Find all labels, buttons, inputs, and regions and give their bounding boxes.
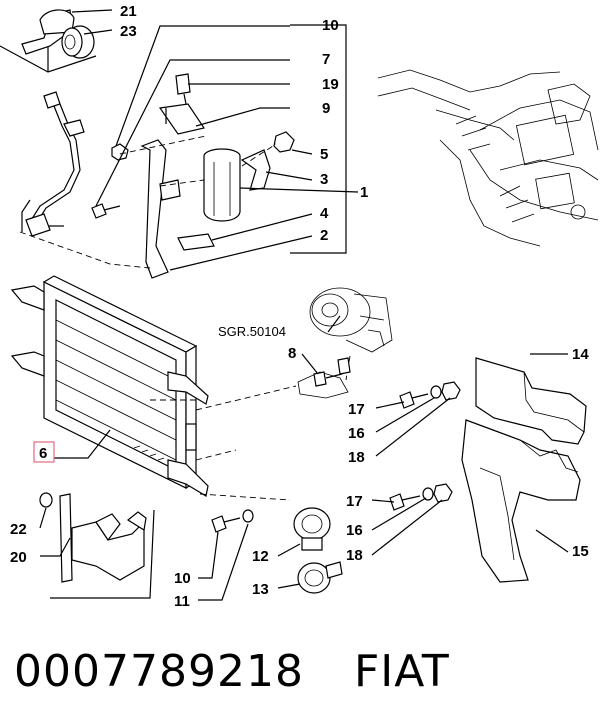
refrigerant-pipes <box>21 91 85 237</box>
callout-labels: 21 23 10 7 19 9 5 3 1 4 2 SGR.50104 8 14… <box>10 3 589 610</box>
callout-18-lower: 18 <box>346 547 363 564</box>
part-number: 0007789218 <box>14 645 304 697</box>
callout-21: 21 <box>120 3 137 20</box>
engine-bay-sketch <box>377 69 599 247</box>
callout-14: 14 <box>572 346 589 363</box>
callout-17-upper: 17 <box>348 401 365 418</box>
callout-11: 11 <box>174 593 190 610</box>
callout-3: 3 <box>320 171 328 188</box>
compressor-sketch <box>297 287 393 399</box>
leader-lines <box>39 9 569 601</box>
callout-19: 19 <box>322 76 339 93</box>
callout-8: 8 <box>288 345 296 362</box>
callout-7: 7 <box>322 51 330 68</box>
condenser <box>10 275 297 501</box>
bolt-washer-lower <box>211 509 254 533</box>
callout-2: 2 <box>320 227 328 244</box>
fitting-8 <box>313 357 351 387</box>
brand-name: FIAT <box>353 645 450 697</box>
callout-6-box <box>33 441 55 463</box>
hose-clamps <box>293 507 343 594</box>
callout-bracket <box>290 24 347 254</box>
callout-6: 6 <box>39 445 47 462</box>
callout-16-upper: 16 <box>348 425 365 442</box>
callout-1: 1 <box>360 184 368 201</box>
inset-bracket-bushing <box>0 9 97 73</box>
callout-4: 4 <box>320 205 329 222</box>
callout-9: 9 <box>322 100 330 117</box>
callout-13: 13 <box>252 581 269 598</box>
callout-18-upper: 18 <box>348 449 365 466</box>
callout-5: 5 <box>320 146 328 163</box>
callout-12: 12 <box>252 548 269 565</box>
footer-part-line: 0007789218 FIAT <box>14 636 450 706</box>
callout-16-lower: 16 <box>346 522 363 539</box>
callout-22: 22 <box>10 521 27 538</box>
callout-17-lower: 17 <box>346 493 363 510</box>
callout-10-bottom: 10 <box>174 570 191 587</box>
air-duct <box>461 357 587 583</box>
callout-15: 15 <box>572 543 589 560</box>
compressor-reference-label: SGR.50104 <box>218 324 286 339</box>
callout-20: 20 <box>10 549 27 566</box>
receiver-drier-group <box>19 73 295 279</box>
inset-support-bracket <box>39 492 155 599</box>
fastener-set-upper <box>399 381 461 409</box>
callout-10-top: 10 <box>322 17 339 34</box>
callout-23: 23 <box>120 23 137 40</box>
parts-diagram: 21 23 10 7 19 9 5 3 1 4 2 SGR.50104 8 14… <box>0 3 599 610</box>
fastener-set-lower <box>389 483 453 511</box>
